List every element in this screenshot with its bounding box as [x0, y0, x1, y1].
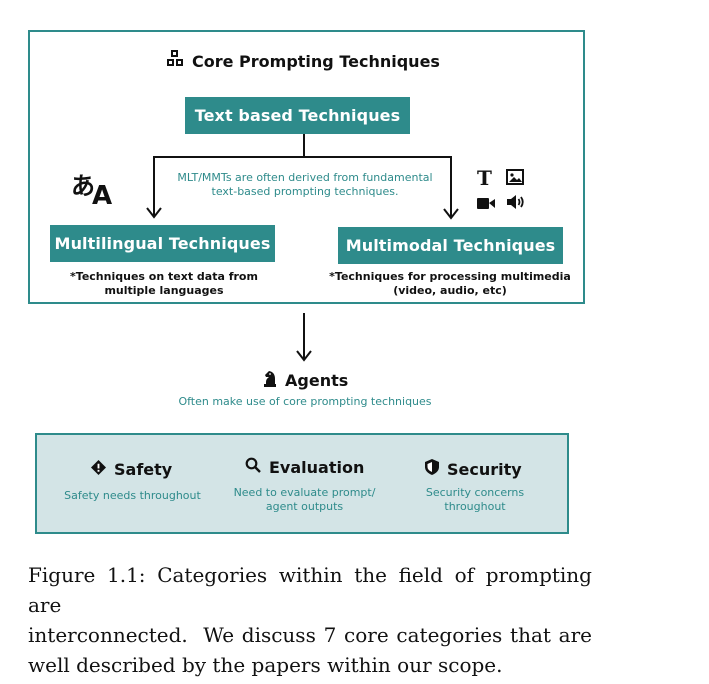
figure-caption: Figure 1.1: Categories within the field …: [28, 560, 592, 680]
language-translate-icon: あ A: [71, 166, 121, 212]
safety-note: Safety needs throughout: [55, 489, 210, 503]
evaluation-note-line1: Need to evaluate prompt/: [233, 486, 376, 499]
shield-icon: [425, 459, 439, 479]
core-title-text: Core Prompting Techniques: [192, 51, 440, 71]
agents-note: Often make use of core prompting techniq…: [178, 395, 432, 408]
caption-line1: Figure 1.1: Categories within the field …: [28, 563, 592, 617]
derived-note-line2: text-based prompting techniques.: [211, 185, 399, 198]
multimodal-techniques-label: Multimodal Techniques: [345, 236, 556, 255]
text-based-techniques-box: Text based Techniques: [185, 97, 410, 134]
multilingual-techniques-box: Multilingual Techniques: [50, 225, 275, 262]
multimodal-techniques-box: Multimodal Techniques: [338, 227, 563, 264]
security-title-text: Security: [447, 459, 522, 479]
multilingual-note: *Techniques on text data from multiple l…: [44, 270, 284, 298]
chess-knight-icon: [263, 370, 277, 391]
safety-title-text: Safety: [114, 459, 173, 479]
puzzle-blocks-icon: [166, 50, 184, 72]
agents-title-text: Agents: [285, 370, 349, 390]
core-title: Core Prompting Techniques: [166, 50, 440, 72]
language-icon-glyph-b: A: [92, 181, 113, 211]
evaluation-title: Evaluation: [245, 456, 364, 478]
search-icon: [245, 457, 261, 477]
concerns-panel: [35, 433, 569, 534]
evaluation-title-text: Evaluation: [269, 457, 365, 477]
multilingual-note-line1: *Techniques on text data from: [70, 270, 258, 283]
derived-note-line1: MLT/MMTs are often derived from fundamen…: [165, 171, 445, 185]
security-title: Security: [425, 458, 522, 480]
text-icon: T: [477, 166, 492, 190]
multimodal-note-line1: *Techniques for processing multimedia: [329, 270, 571, 283]
multilingual-note-line2: multiple languages: [104, 284, 224, 297]
caption-line2: interconnected. We discuss 7 core catego…: [28, 623, 592, 647]
security-note-line1: Security concerns: [425, 486, 525, 499]
image-icon: [506, 169, 524, 189]
language-icon-glyph-a: あ: [71, 172, 95, 200]
security-note-line2: throughout: [444, 500, 506, 513]
audio-icon: [506, 194, 526, 214]
text-icon-glyph: T: [477, 166, 492, 190]
video-icon: [477, 195, 496, 214]
security-note: Security concerns throughout: [405, 486, 545, 514]
agents-title: Agents: [263, 369, 348, 391]
evaluation-note: Need to evaluate prompt/ agent outputs: [222, 486, 387, 514]
safety-note-line1: Safety needs throughout: [64, 489, 201, 502]
caption-line3: well described by the papers within our …: [28, 653, 503, 677]
evaluation-note-line2: agent outputs: [265, 500, 344, 513]
derived-note: MLT/MMTs are often derived from fundamen…: [165, 171, 445, 199]
text-based-techniques-label: Text based Techniques: [194, 106, 401, 125]
warning-diamond-icon: [91, 459, 106, 479]
multimodal-note: *Techniques for processing multimedia (v…: [320, 270, 580, 298]
multimodal-note-line2: (video, audio, etc): [393, 284, 507, 297]
safety-title: Safety: [91, 458, 172, 480]
multilingual-techniques-label: Multilingual Techniques: [54, 234, 271, 253]
